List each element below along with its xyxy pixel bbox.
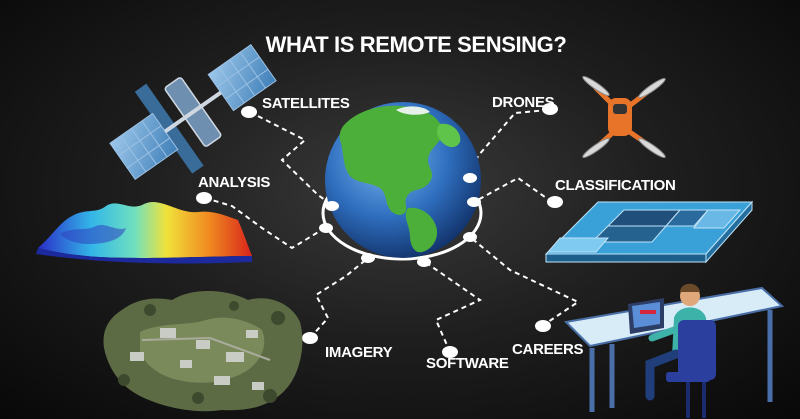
label-satellites: SATELLITES — [262, 95, 350, 112]
classification-grid-icon — [544, 200, 754, 264]
label-nodes — [196, 103, 563, 358]
node-dot — [325, 201, 339, 211]
node-dot — [417, 257, 431, 267]
globe-icon — [325, 102, 481, 258]
page-title: WHAT IS REMOTE SENSING? — [266, 32, 567, 57]
desk-worker-icon — [563, 283, 785, 418]
node-dot — [467, 197, 481, 207]
connector-software — [424, 261, 483, 353]
node-dot — [463, 173, 477, 183]
label-software: SOFTWARE — [426, 355, 509, 372]
node-dot — [241, 106, 257, 118]
node-dot — [319, 223, 333, 233]
label-analysis: ANALYSIS — [198, 174, 270, 191]
connector-satellites — [249, 111, 333, 206]
satellite-icon — [109, 43, 277, 181]
node-dot — [302, 332, 318, 344]
drone-icon — [582, 75, 666, 159]
connector-drones — [469, 109, 549, 179]
label-drones: DRONES — [492, 94, 555, 111]
node-dot — [535, 320, 551, 332]
label-careers: CAREERS — [512, 341, 584, 358]
label-classification: CLASSIFICATION — [555, 177, 676, 194]
node-dot — [442, 346, 458, 358]
connector-classification — [473, 176, 553, 203]
node-dot — [196, 192, 212, 204]
node-dot — [542, 103, 558, 115]
aerial-imagery-icon — [103, 290, 303, 412]
connector-analysis — [204, 197, 326, 250]
terrain-heatmap-icon — [36, 201, 252, 264]
node-dot — [547, 196, 563, 208]
node-dot — [361, 253, 375, 263]
connector-imagery — [309, 257, 369, 339]
node-dot — [463, 232, 477, 242]
ring-nodes — [319, 173, 481, 267]
connector-careers — [469, 236, 581, 327]
label-imagery: IMAGERY — [325, 344, 393, 361]
